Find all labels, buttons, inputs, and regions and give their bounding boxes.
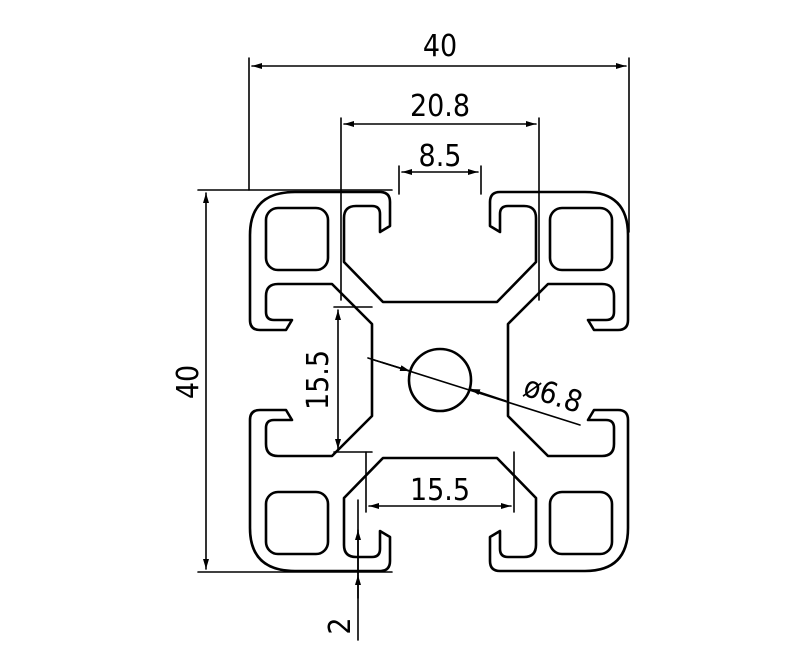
- cavity-top-right: [548, 206, 614, 272]
- center-bore: [407, 347, 473, 413]
- dim-overall-height: 40: [171, 189, 393, 573]
- dim-core-width: 15.5: [365, 451, 515, 513]
- dim-text-core-width: 15.5: [410, 473, 470, 508]
- dim-slot-outer-width: 20.8: [340, 89, 540, 301]
- dim-overall-width: 40: [248, 29, 630, 233]
- dim-text-slot-opening: 8.5: [419, 139, 462, 174]
- profile-outer-contour: [248, 190, 630, 573]
- dim-text-core-height: 15.5: [301, 350, 336, 410]
- dim-text-overall-height: 40: [171, 365, 206, 399]
- cavity-top-left: [264, 206, 330, 272]
- dim-center-bore: ø6.8: [367, 357, 587, 426]
- dim-wall-thickness: 2: [323, 499, 361, 641]
- profile-outline: [248, 190, 630, 573]
- cavity-bottom-left: [264, 490, 330, 556]
- dim-core-height: 15.5: [301, 306, 373, 453]
- dim-text-slot-outer-width: 20.8: [410, 89, 470, 124]
- dim-text-center-bore: ø6.8: [519, 369, 586, 421]
- dim-text-wall-thickness: 2: [323, 617, 358, 634]
- dim-slot-opening: 8.5: [398, 139, 482, 195]
- dim-text-overall-width: 40: [423, 29, 457, 64]
- cavity-bottom-right: [548, 490, 614, 556]
